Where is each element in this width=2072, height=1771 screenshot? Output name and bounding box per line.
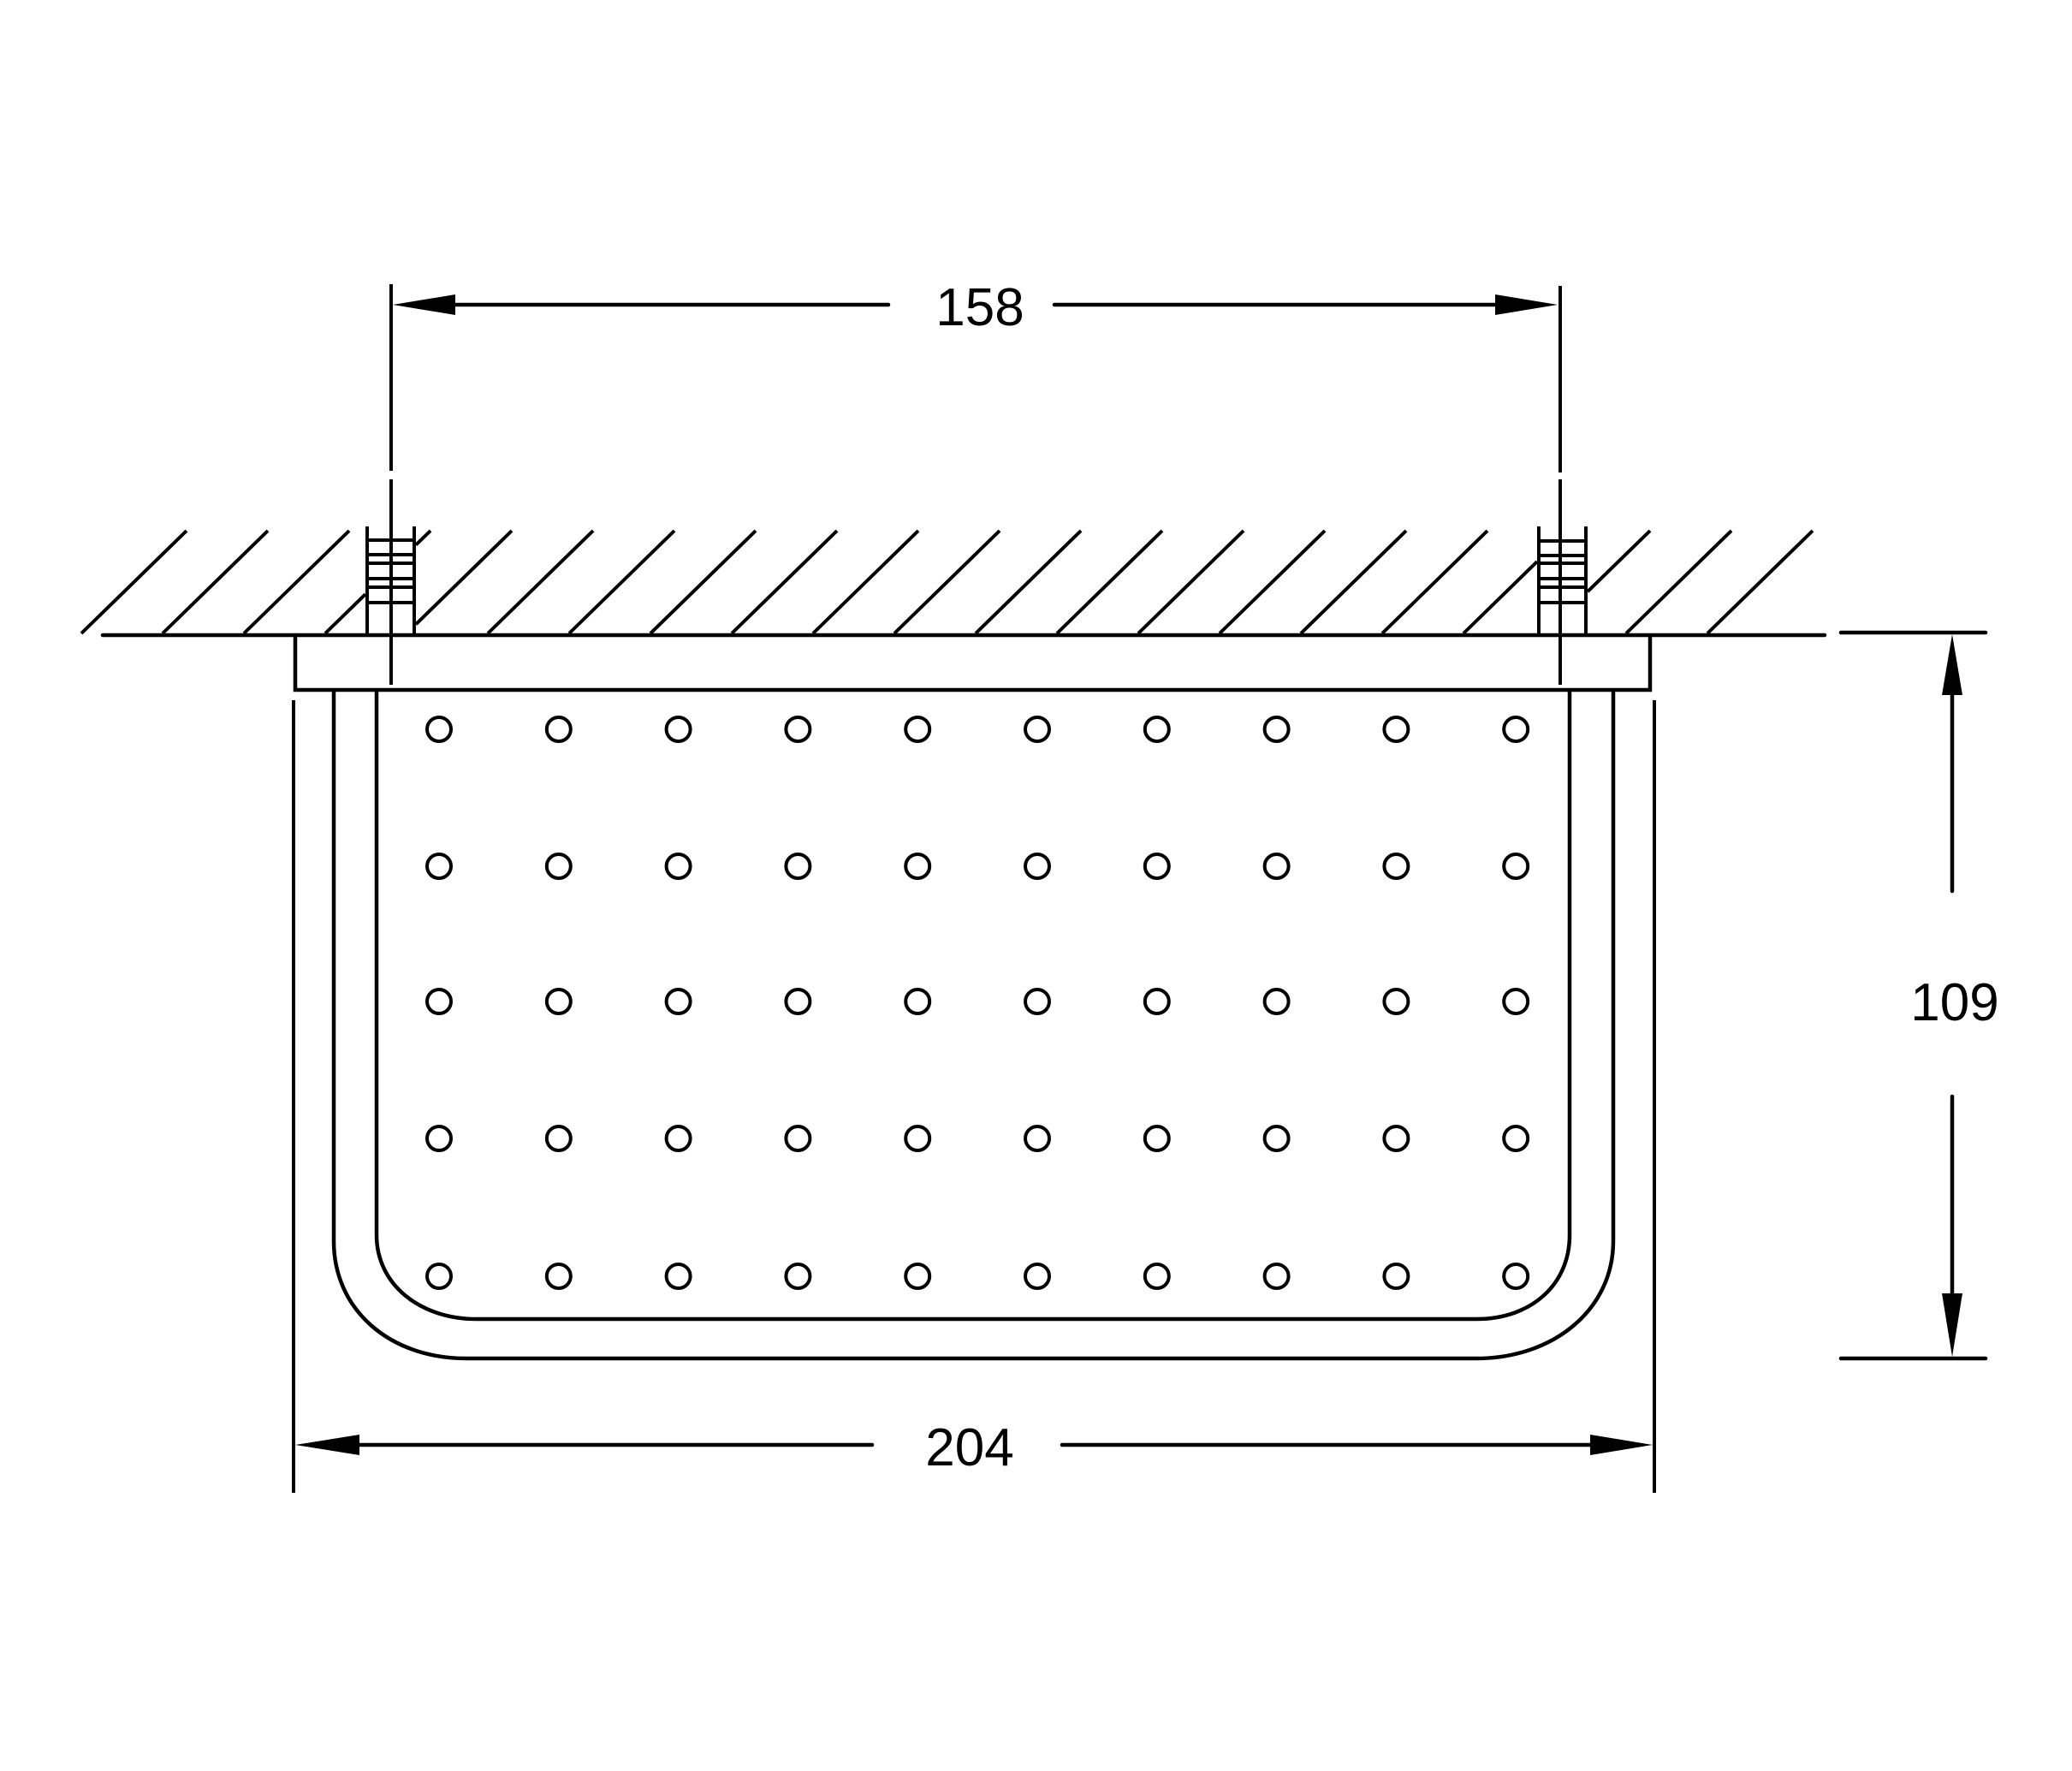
perforation-hole (1024, 716, 1051, 743)
hatch-line (974, 529, 1083, 635)
perforation-hole (1502, 1263, 1530, 1290)
perforation-hole (544, 1125, 573, 1152)
arrowhead-left-icon (295, 1435, 359, 1455)
arrowhead-up-icon (1942, 634, 1962, 695)
perforation-hole (664, 1125, 692, 1152)
perforation-hole (1502, 1125, 1530, 1152)
perforation-hole (664, 1263, 692, 1290)
perforation-hole (1262, 716, 1291, 743)
dimension-projection-depth: 109 (1838, 630, 1999, 1361)
perforation-hole (1502, 716, 1530, 743)
arrowhead-right-icon (1495, 294, 1558, 315)
hatch-line (1055, 529, 1164, 635)
hatch-line (1299, 529, 1408, 635)
dimension-overall-width: 204 (292, 700, 1656, 1493)
perforation-hole (425, 853, 453, 880)
perforation-hole (664, 716, 692, 743)
perforation-grid (425, 716, 1530, 1290)
perforation-hole (1143, 716, 1171, 743)
perforation-hole (904, 853, 932, 880)
hatch-line (1137, 529, 1245, 635)
dimension-label-158: 158 (935, 278, 1024, 337)
hatch-line (811, 529, 920, 635)
arrowhead-right-icon (1590, 1435, 1653, 1455)
perforation-hole (1502, 853, 1530, 880)
dimension-label-109: 109 (1910, 973, 1998, 1032)
hatch-line (1218, 529, 1327, 635)
perforation-hole (784, 716, 812, 743)
perforation-hole (1143, 988, 1171, 1015)
basket-outer-tube (331, 689, 1616, 1361)
perforation-hole (664, 988, 692, 1015)
perforation-hole (544, 716, 573, 743)
perforation-hole (1262, 853, 1291, 880)
perforation-hole (1024, 853, 1051, 880)
perforation-hole (1262, 1125, 1291, 1152)
perforation-hole (1382, 716, 1410, 743)
perforation-hole (425, 716, 453, 743)
perforation-hole (784, 1263, 812, 1290)
perforation-hole (544, 853, 573, 880)
perforation-hole (1143, 853, 1171, 880)
perforation-hole (784, 988, 812, 1015)
hatch-line (486, 529, 595, 635)
right-wall-anchor (1537, 526, 1588, 635)
hatch-line (1706, 529, 1814, 635)
hatch-line (730, 529, 839, 635)
dimension-label-204: 204 (925, 1418, 1013, 1477)
perforation-hole (425, 1125, 453, 1152)
hatch-line (1462, 560, 1539, 635)
perforation-hole (1382, 988, 1410, 1015)
arrowhead-left-icon (393, 294, 455, 315)
perforation-hole (664, 853, 692, 880)
dimension-anchor-spacing: 158 (389, 278, 1562, 685)
perforation-hole (1502, 988, 1530, 1015)
basket-inner-tube (374, 689, 1572, 1322)
hatch-line (567, 529, 676, 635)
perforation-hole (1024, 1263, 1051, 1290)
perforation-hole (904, 1125, 932, 1152)
perforation-hole (1262, 988, 1291, 1015)
perforation-hole (904, 1263, 932, 1290)
perforation-hole (1024, 988, 1051, 1015)
hatch-line (161, 529, 270, 635)
perforation-hole (1143, 1125, 1171, 1152)
perforation-hole (784, 1125, 812, 1152)
perforation-hole (1143, 1263, 1171, 1290)
perforation-hole (1382, 853, 1410, 880)
perforation-hole (1382, 1263, 1410, 1290)
perforation-hole (784, 853, 812, 880)
hatch-line (649, 529, 757, 635)
hatch-line (1586, 529, 1652, 593)
perforation-hole (1382, 1125, 1410, 1152)
hatch-line (80, 529, 188, 635)
perforation-hole (904, 716, 932, 743)
perforation-hole (425, 1263, 453, 1290)
wall-hatching (80, 529, 1814, 635)
perforation-hole (544, 1263, 573, 1290)
perforation-hole (1024, 1125, 1051, 1152)
hatch-line (242, 529, 351, 635)
hatch-line (893, 529, 1001, 635)
perforation-hole (425, 988, 453, 1015)
mounting-plate (293, 633, 1653, 692)
hatch-line (324, 592, 367, 635)
hatch-line (1380, 529, 1489, 635)
hatch-line (414, 529, 514, 626)
arrowhead-down-icon (1942, 1293, 1962, 1357)
hatch-line (414, 529, 432, 547)
perforation-hole (1262, 1263, 1291, 1290)
perforation-hole (904, 988, 932, 1015)
perforation-hole (544, 988, 573, 1015)
hatch-line (1624, 529, 1733, 635)
